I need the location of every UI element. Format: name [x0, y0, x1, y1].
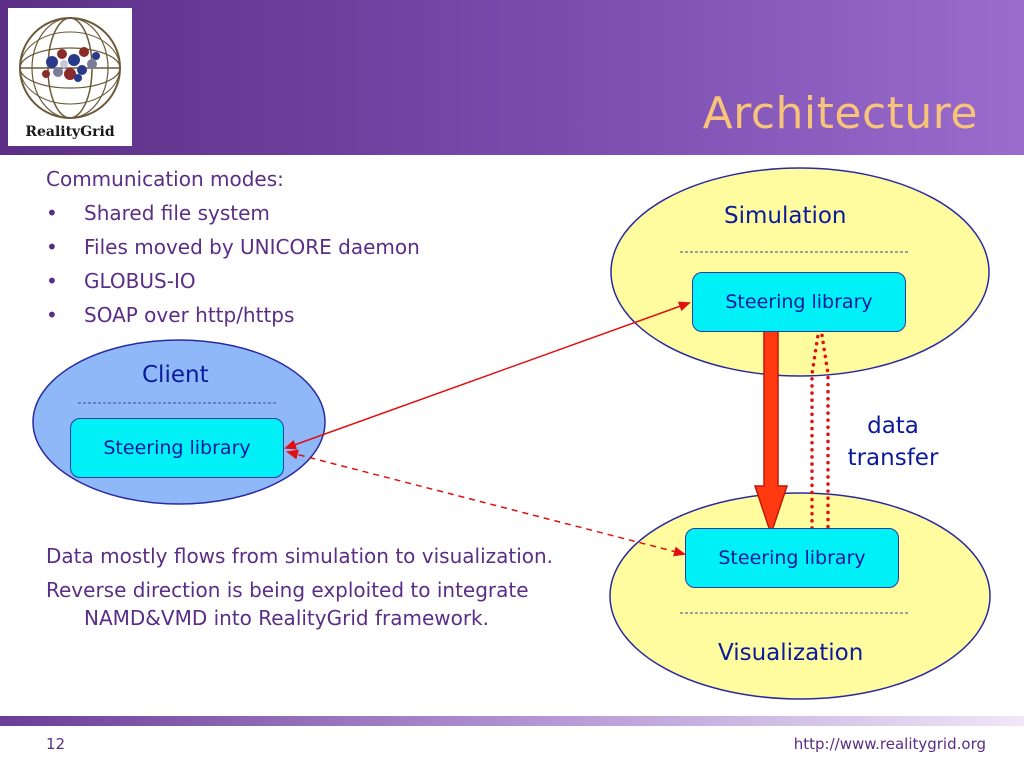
dashed-arrow-icon [286, 449, 686, 557]
visualization-node [609, 492, 991, 700]
simulation-label: Simulation [724, 203, 847, 229]
bullet-glyph: • [46, 303, 58, 327]
header-bar: RealityGrid Architecture [0, 0, 1024, 155]
logo: RealityGrid [8, 8, 132, 146]
communication-list: • Shared file system • Files moved by UNIC… [46, 196, 420, 332]
communication-heading: Communication modes: [46, 167, 284, 191]
communication-modes: Communication modes: • Shared file system… [46, 162, 420, 332]
client-label: Client [142, 362, 209, 388]
page-number: 12 [46, 735, 66, 753]
bullet-glyph: • [46, 269, 58, 293]
footer-bar [0, 716, 1024, 726]
list-item: • SOAP over http/https [46, 298, 420, 332]
visualization-steering-library: Steering library [685, 528, 899, 588]
client-steering-library: Steering library [70, 418, 284, 478]
list-item-text: Shared file system [84, 201, 270, 225]
bidirectional-arrow-icon [284, 301, 691, 450]
list-item-text: GLOBUS-IO [84, 269, 196, 293]
visualization-label: Visualization [718, 640, 864, 666]
data-transfer-line-1: data [867, 413, 919, 439]
footer-url: http://www.realitygrid.org [793, 735, 986, 753]
list-item: • Files moved by UNICORE daemon [46, 230, 420, 264]
bullet-glyph: • [46, 235, 58, 259]
notes-block: Data mostly flows from simulation to vis… [46, 542, 574, 638]
data-transfer-line-2: transfer [847, 445, 939, 471]
list-item-text: SOAP over http/https [84, 303, 295, 327]
note-paragraph: Data mostly flows from simulation to vis… [46, 544, 554, 568]
bullet-glyph: • [46, 201, 58, 225]
list-item-text: Files moved by UNICORE daemon [84, 235, 420, 259]
block-arrow-icon [753, 330, 789, 537]
list-item: • GLOBUS-IO [46, 264, 420, 298]
slide-title: Architecture [702, 88, 978, 139]
list-item: • Shared file system [46, 196, 420, 230]
data-transfer-label: data transfer [838, 410, 948, 474]
note-paragraph: Reverse direction is being exploited to … [46, 578, 529, 630]
globe-logo-icon [19, 17, 121, 119]
logo-text: RealityGrid [25, 124, 115, 140]
simulation-steering-library: Steering library [692, 272, 906, 332]
